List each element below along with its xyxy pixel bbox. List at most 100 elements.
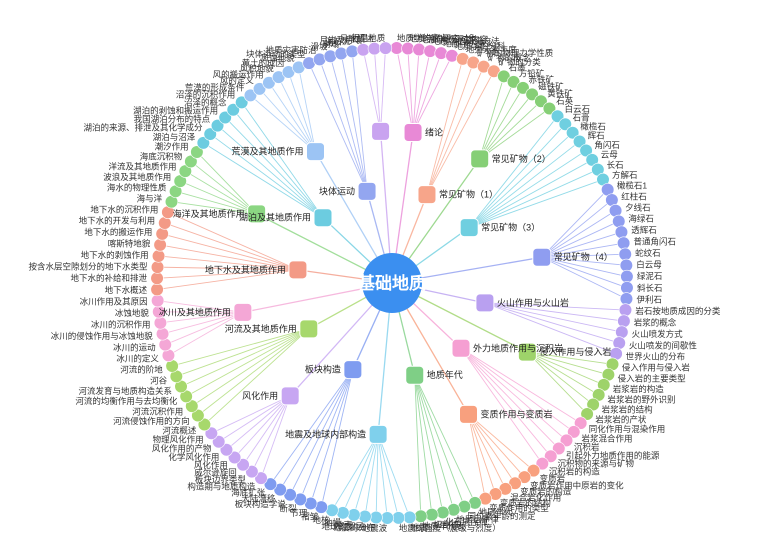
chapter-node[interactable] xyxy=(343,360,363,380)
leaf-node[interactable] xyxy=(190,145,204,159)
leaf-node[interactable] xyxy=(155,227,169,241)
leaf-node[interactable] xyxy=(614,225,629,239)
leaf-node[interactable] xyxy=(243,88,258,103)
chapter-node[interactable] xyxy=(532,247,552,267)
leaf-node[interactable] xyxy=(203,127,217,141)
leaf-node[interactable] xyxy=(218,110,232,125)
leaf-node[interactable] xyxy=(150,271,164,285)
chapter-node[interactable] xyxy=(470,149,490,169)
chapter-node[interactable] xyxy=(405,365,425,385)
leaf-node[interactable] xyxy=(155,327,170,341)
chapter-node[interactable] xyxy=(459,218,479,238)
leaf-node[interactable] xyxy=(618,247,632,261)
leaf-link xyxy=(157,266,298,271)
leaf-node[interactable] xyxy=(184,154,198,169)
leaf-node[interactable] xyxy=(558,117,572,131)
leaf-node[interactable] xyxy=(559,433,574,448)
leaf-node[interactable] xyxy=(620,269,634,284)
leaf-node[interactable] xyxy=(526,463,541,478)
leaf-node[interactable] xyxy=(197,417,212,432)
leaf-node[interactable] xyxy=(151,294,165,308)
leaf-node[interactable] xyxy=(544,449,558,463)
chapter-node[interactable] xyxy=(233,302,253,322)
leaf-link xyxy=(468,414,486,499)
leaf-node[interactable] xyxy=(236,458,250,472)
leaf-node[interactable] xyxy=(245,465,259,479)
leaf-node[interactable] xyxy=(615,325,629,339)
leaf-node[interactable] xyxy=(390,41,404,55)
leaf-node[interactable] xyxy=(580,407,594,421)
leaf-node[interactable] xyxy=(367,42,381,56)
leaf-node[interactable] xyxy=(620,281,634,295)
leaf-node[interactable] xyxy=(572,134,587,149)
leaf-node[interactable] xyxy=(434,46,448,60)
center-node[interactable] xyxy=(362,253,422,313)
chapter-node[interactable] xyxy=(306,142,326,162)
leaf-node[interactable] xyxy=(618,303,633,317)
leaf-node[interactable] xyxy=(252,82,267,96)
leaf-node[interactable] xyxy=(378,41,393,55)
leaf-node[interactable] xyxy=(550,109,565,123)
leaf-node[interactable] xyxy=(617,314,631,328)
chapter-node[interactable] xyxy=(247,204,267,224)
leaf-node[interactable] xyxy=(401,41,415,56)
center-node-group[interactable]: 基础地质 xyxy=(357,253,426,313)
leaf-node[interactable] xyxy=(517,470,532,484)
leaf-node[interactable] xyxy=(574,416,588,430)
leaf-label: 磁铁矿 xyxy=(538,81,564,91)
leaf-node[interactable] xyxy=(619,292,634,306)
leaf-link xyxy=(407,48,414,133)
leaf-node[interactable] xyxy=(516,81,530,95)
leaf-node[interactable] xyxy=(534,94,548,108)
leaf-node[interactable] xyxy=(579,143,593,158)
leaf-node[interactable] xyxy=(323,49,337,63)
leaf-node[interactable] xyxy=(535,457,549,471)
leaf-node[interactable] xyxy=(586,397,600,412)
leaf-node[interactable] xyxy=(227,450,242,465)
chapter-node[interactable] xyxy=(371,121,391,141)
leaf-node[interactable] xyxy=(150,260,165,274)
leaf-node[interactable] xyxy=(345,44,359,59)
leaf-node[interactable] xyxy=(153,238,167,252)
leaf-node[interactable] xyxy=(150,282,164,297)
chapter-node[interactable] xyxy=(280,386,300,406)
chapter-node[interactable] xyxy=(313,208,333,228)
leaf-node[interactable] xyxy=(552,441,566,456)
leaf-node[interactable] xyxy=(219,443,234,457)
leaf-node[interactable] xyxy=(506,75,521,89)
chapter-node[interactable] xyxy=(357,181,377,201)
leaf-node[interactable] xyxy=(542,101,557,116)
chapter-node[interactable] xyxy=(288,260,308,280)
chapter-node[interactable] xyxy=(417,185,437,205)
leaf-node[interactable] xyxy=(612,214,626,228)
leaf-node[interactable] xyxy=(525,87,539,101)
leaf-node[interactable] xyxy=(423,44,437,58)
chapter-node[interactable] xyxy=(299,319,319,339)
chapter-node[interactable] xyxy=(451,338,471,358)
leaf-node[interactable] xyxy=(263,477,278,491)
leaf-node[interactable] xyxy=(235,95,249,109)
leaf-node[interactable] xyxy=(619,258,633,272)
leaf-node[interactable] xyxy=(567,425,581,439)
leaf-node[interactable] xyxy=(191,408,205,423)
leaf-node[interactable] xyxy=(196,136,210,150)
leaf-node[interactable] xyxy=(616,236,631,250)
chapter-node[interactable] xyxy=(517,342,537,362)
leaf-node[interactable] xyxy=(153,316,168,330)
leaf-node[interactable] xyxy=(412,42,426,57)
leaf-node[interactable] xyxy=(212,435,226,449)
leaf-link xyxy=(426,71,495,195)
leaf-node[interactable] xyxy=(151,249,166,263)
leaf-node[interactable] xyxy=(334,46,348,61)
leaf-node[interactable] xyxy=(356,43,370,57)
chapter-node[interactable] xyxy=(403,122,423,142)
chapter-node[interactable] xyxy=(475,293,495,313)
leaf-node[interactable] xyxy=(158,338,172,352)
leaf-node[interactable] xyxy=(566,126,580,140)
chapter-node[interactable] xyxy=(458,404,478,424)
leaf-node[interactable] xyxy=(210,118,225,133)
leaf-node[interactable] xyxy=(204,426,218,440)
leaf-node[interactable] xyxy=(254,471,268,485)
leaf-node[interactable] xyxy=(226,103,240,117)
chapter-node[interactable] xyxy=(368,424,388,444)
